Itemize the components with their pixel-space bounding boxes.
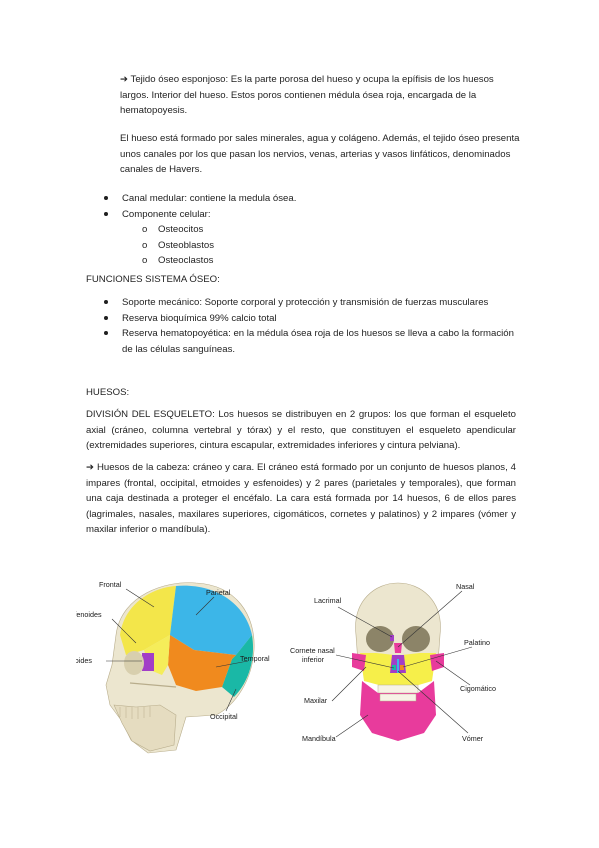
zygomatic-left: [352, 653, 366, 671]
frontal-bone: [120, 586, 176, 655]
orbit-right: [402, 626, 430, 652]
bullet-dot: [104, 315, 108, 320]
label-cornete-2: inferior: [302, 655, 325, 664]
list-item: Soporte mecánico: Soporte corporal y pro…: [86, 295, 516, 311]
label-nasal: Nasal: [456, 582, 475, 591]
label-maxilar: Maxilar: [304, 696, 328, 705]
label-palatino: Palatino: [464, 638, 490, 647]
palatino-bone: [400, 665, 404, 670]
bullet-dot: [104, 300, 108, 304]
label-vomer: Vómer: [462, 734, 484, 743]
label-etmoides: Etmoides: [76, 656, 92, 665]
list-item: Reserva hematopoyética: en la médula óse…: [86, 326, 516, 357]
skull-figure: Frontal Parietal Esfenoides Etmoides Tem…: [76, 580, 496, 754]
cornete-bone: [392, 665, 396, 670]
zygomatic-arch: [129, 682, 177, 688]
label-lacrimal: Lacrimal: [314, 596, 342, 605]
list-item: Canal medular: contiene la medula ósea.: [86, 191, 516, 207]
parietal-bone: [170, 585, 252, 655]
heading-funciones: FUNCIONES SISTEMA ÓSEO:: [86, 274, 220, 285]
mandibula-bone: [360, 681, 436, 741]
frontal-skull: Lacrimal Nasal Palatino Cornete nasal in…: [290, 582, 496, 743]
occipital-bone: [222, 635, 254, 697]
orbit-left: [366, 626, 394, 652]
label-esfenoides: Esfenoides: [76, 610, 102, 619]
frontal-leader-lines: [331, 590, 473, 738]
jaw-lateral: [113, 704, 177, 752]
orbit-lateral: [124, 651, 144, 675]
bullet-dot: [104, 211, 108, 216]
label-cornete-1: Cornete nasal: [290, 646, 335, 655]
etmoides-bone: [142, 653, 154, 671]
list-funciones: Soporte mecánico: Soporte corporal y pro…: [86, 295, 516, 357]
list-estructura: Canal medular: contiene la medula ósea. …: [86, 191, 516, 269]
teeth-lower: [379, 693, 417, 702]
paragraph-tejido-esponjoso: ➔ Tejido óseo esponjoso: Es la parte por…: [120, 72, 520, 119]
temporal-bone: [168, 635, 236, 691]
bullet-dot: [104, 196, 108, 200]
teeth-lateral: [119, 706, 151, 719]
label-occipital: Occipital: [210, 712, 238, 721]
label-parietal: Parietal: [206, 588, 231, 597]
label-cigomatico: Cigomático: [460, 684, 496, 693]
label-frontal: Frontal: [99, 580, 122, 589]
teeth-upper: [377, 684, 419, 694]
list-item: Reserva bioquímica 99% calcio total: [86, 311, 516, 327]
lateral-leader-lines: [106, 588, 249, 712]
paragraph-composicion: El hueso está formado por sales minerale…: [120, 131, 520, 178]
vomer-bone: [397, 659, 399, 673]
label-temporal: Temporal: [240, 654, 270, 663]
bullet-dot: [104, 331, 108, 335]
text-tejido-esponjoso: ➔ Tejido óseo esponjoso: Es la parte por…: [120, 74, 494, 116]
lacrimal-bone: [390, 635, 394, 641]
paragraph-huesos-cabeza: ➔ Huesos de la cabeza: cráneo y cara. El…: [86, 462, 516, 535]
text-composicion: El hueso está formado por sales minerale…: [120, 133, 520, 175]
list-item: Componente celular:: [86, 207, 516, 223]
heading-huesos: HUESOS:: [86, 387, 130, 398]
label-mandibula: Mandíbula: [302, 734, 336, 743]
lateral-skull: Frontal Parietal Esfenoides Etmoides Tem…: [76, 580, 270, 754]
paragraph-division: DIVISIÓN DEL ESQUELETO: Los huesos se di…: [86, 409, 516, 451]
